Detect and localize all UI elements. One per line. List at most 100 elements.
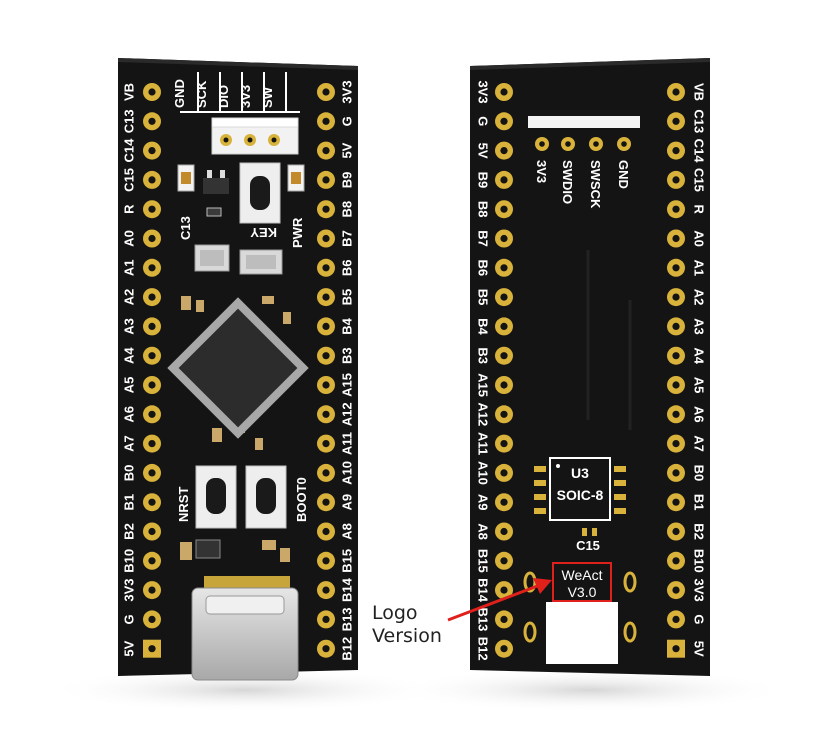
front-left-pin-hole	[148, 615, 156, 624]
back-left-pin-hole	[500, 645, 508, 653]
front-right-pin-label: A15	[339, 373, 354, 397]
front-left-pin-label: G	[121, 614, 136, 624]
front-left-pin-label: A0	[121, 230, 136, 247]
front-left-pin-label: B0	[121, 465, 136, 482]
front-left-pin-label: C14	[121, 138, 136, 163]
back-left-pin-label: B4	[476, 318, 491, 335]
front-right-pin-hole	[322, 293, 330, 301]
back-right-pin-label: C13	[692, 109, 707, 133]
swd-label-swsck: SWSCK	[588, 160, 603, 209]
front-left-pin-hole	[148, 205, 156, 213]
front-right-pin-hole	[322, 205, 330, 213]
front-right-pin-hole	[322, 557, 330, 565]
back-right-pin-hole	[672, 205, 680, 213]
front-left-pin-hole	[148, 352, 156, 360]
front-right-pin-hole	[322, 527, 330, 536]
back-pcb	[470, 58, 710, 676]
back-right-pin-label: A6	[692, 406, 707, 423]
back-right-pin-label: A3	[692, 318, 707, 335]
front-right-pin-hole	[322, 645, 330, 653]
back-left-pin-hole	[500, 322, 508, 330]
back-left-pin-label: B6	[476, 259, 491, 276]
header-label-sck: SCK	[194, 80, 209, 108]
chip-package: SOIC-8	[557, 487, 604, 503]
back-left-pin-hole	[500, 410, 508, 418]
back-left-pin-hole	[500, 293, 508, 301]
back-right-pin-hole	[672, 147, 680, 155]
back-left-pin-label: A9	[476, 494, 491, 511]
back-right-pin-hole	[672, 176, 680, 184]
front-right-pin-hole	[322, 176, 330, 184]
back-right-pin-label: A4	[692, 347, 707, 364]
front-left-pin-hole	[148, 557, 156, 565]
back-left-pin-hole	[500, 205, 508, 213]
back-left-pin-label: B14	[476, 578, 491, 603]
front-left-pin-label: C15	[121, 168, 136, 192]
front-left-pin-hole	[148, 293, 156, 301]
front-right-pin-label: B12	[339, 637, 354, 661]
silk-pwr: PWR	[290, 217, 305, 248]
back-left-pin-hole	[500, 234, 508, 243]
swd-label-3v3: 3V3	[534, 160, 549, 183]
back-left-pin-label: A8	[476, 523, 491, 540]
front-left-pin-label: B10	[121, 549, 136, 573]
back-right-pin-hole	[672, 498, 680, 506]
back-left-pin-hole	[500, 88, 508, 96]
front-left-pin-hole	[148, 410, 156, 418]
front-right-pin-label: B9	[339, 172, 354, 189]
back-right-pin-label: A1	[692, 259, 707, 276]
logo-text: WeAct	[562, 567, 603, 583]
back-right-pin-hole	[672, 410, 680, 418]
boot0-button[interactable]	[245, 465, 287, 529]
front-left-pin-hole	[148, 645, 156, 653]
back-right-pin-label: C15	[692, 168, 707, 192]
header-label-gnd: GND	[172, 79, 187, 108]
nrst-button[interactable]	[195, 465, 237, 529]
back-left-pin-label: A15	[476, 373, 491, 397]
back-right-pin-label: C14	[692, 139, 707, 164]
front-right-pin-label: 3V3	[339, 80, 354, 103]
back-left-pin-label: 5V	[476, 143, 491, 159]
front-left-pin-hole	[148, 440, 156, 448]
back-left-pin-column: 3V3G5VB9B8B7B6B5B4B3A15A12A11A10A9A8B15B…	[476, 80, 513, 661]
back-left-pin-label: B5	[476, 289, 491, 306]
back-right-pin-hole	[672, 234, 680, 243]
back-left-pin-label: B15	[476, 549, 491, 573]
front-right-pin-hole	[322, 440, 330, 448]
front-left-pin-label: A6	[121, 406, 136, 423]
front-left-pin-column: VBC13C14C15RA0A1A2A3A4A5A6A7B0B1B2B103V3…	[121, 83, 161, 658]
back-left-pin-label: B8	[476, 201, 491, 218]
back-left-pin-label: A12	[476, 402, 491, 426]
front-right-pin-column: 3V3G5VB9B8B7B6B5B4B3A15A12A11A10A9A8B15B…	[317, 80, 354, 661]
back-right-pin-hole	[672, 586, 680, 594]
back-right-pin-label: A2	[692, 289, 707, 306]
annotation-line-logo: Logo	[372, 602, 418, 624]
header-label-3v3: 3V3	[238, 85, 253, 108]
front-right-pin-hole	[322, 498, 330, 506]
key-button[interactable]	[239, 162, 281, 224]
front-right-pin-hole	[322, 147, 330, 155]
front-left-pin-label: C13	[121, 109, 136, 133]
front-left-pin-hole	[148, 176, 156, 184]
back-right-pin-label: R	[692, 205, 707, 215]
back-left-pin-label: B3	[476, 347, 491, 364]
back-left-pin-label: 3V3	[476, 80, 491, 103]
front-right-pin-label: B15	[339, 549, 354, 573]
front-right-pin-label: A11	[339, 432, 354, 455]
back-right-pin-label: VB	[692, 83, 707, 101]
front-left-pin-label: B2	[121, 523, 136, 540]
front-left-pin-label: 3V3	[121, 579, 136, 602]
back-right-pin-label: 3V3	[692, 579, 707, 602]
back-left-pin-hole	[500, 440, 508, 448]
back-right-pin-hole	[672, 557, 680, 565]
back-left-pin-label: B13	[476, 607, 491, 631]
back-left-pin-label: A10	[476, 461, 491, 485]
front-left-pin-hole	[148, 147, 156, 155]
back-right-pin-hole	[672, 322, 680, 330]
front-right-pin-label: B4	[339, 317, 354, 334]
back-left-pin-hole	[500, 176, 508, 184]
back-left-pin-hole	[500, 615, 508, 624]
swd-label-gnd: GND	[616, 160, 631, 189]
back-right-pin-label: 5V	[692, 641, 707, 657]
silk-key: KEY	[250, 225, 277, 240]
